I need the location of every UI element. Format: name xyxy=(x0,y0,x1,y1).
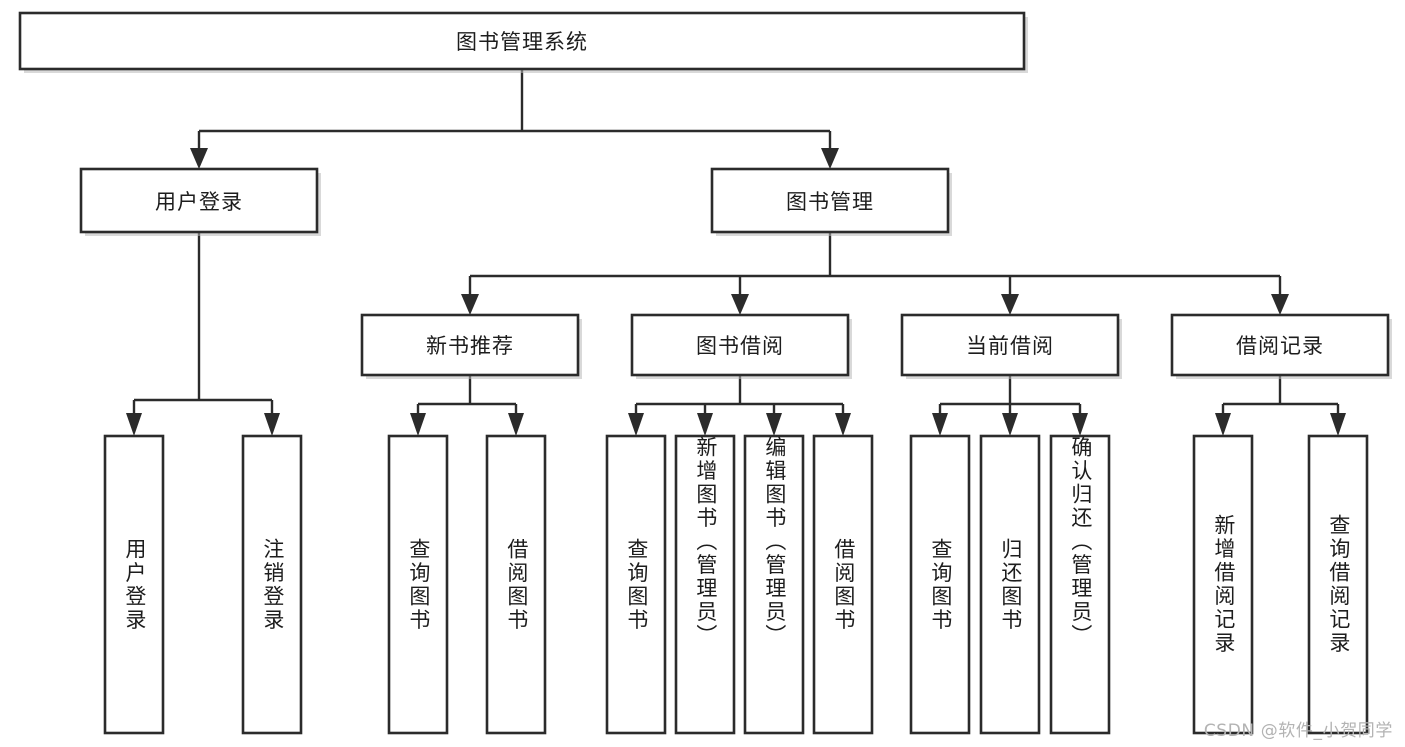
arrowhead-leaf-add-book xyxy=(697,413,713,436)
node-leaf-confirm-return[interactable] xyxy=(1049,434,1111,735)
arrowhead-new-book-rec xyxy=(461,294,479,315)
node-layer xyxy=(18,11,1392,735)
arrowhead-leaf-confirm-return xyxy=(1072,413,1088,436)
arrowhead-leaf-borrow-book-b xyxy=(835,413,851,436)
arrowhead-leaf-borrow-book-a xyxy=(508,413,524,436)
arrowhead-leaf-add-record xyxy=(1215,413,1231,436)
arrowhead-leaf-query-book-c xyxy=(932,413,948,436)
node-leaf-query-book-a[interactable] xyxy=(387,434,449,735)
node-new-book-rec[interactable] xyxy=(360,313,580,377)
node-book-borrow[interactable] xyxy=(630,313,850,377)
node-leaf-borrow-book-b[interactable] xyxy=(812,434,874,735)
node-leaf-query-book-c[interactable] xyxy=(909,434,971,735)
node-leaf-add-book[interactable] xyxy=(674,434,736,735)
arrowhead-current-borrow xyxy=(1001,294,1019,315)
arrowhead-leaf-return-book xyxy=(1002,413,1018,436)
connector-layer xyxy=(126,69,1346,436)
arrowhead-leaf-logout xyxy=(264,413,280,436)
node-user-login[interactable] xyxy=(79,167,319,234)
node-leaf-query-record[interactable] xyxy=(1307,434,1369,735)
node-leaf-logout[interactable] xyxy=(241,434,303,735)
node-leaf-borrow-book-a[interactable] xyxy=(485,434,547,735)
node-borrow-record[interactable] xyxy=(1170,313,1390,377)
node-leaf-add-record[interactable] xyxy=(1192,434,1254,735)
node-leaf-return-book[interactable] xyxy=(979,434,1041,735)
arrowhead-user-login xyxy=(190,148,208,169)
node-leaf-user-login[interactable] xyxy=(103,434,165,735)
node-leaf-query-book-b[interactable] xyxy=(605,434,667,735)
arrowhead-book-borrow xyxy=(731,294,749,315)
arrowhead-leaf-user-login xyxy=(126,413,142,436)
arrowhead-borrow-record xyxy=(1271,294,1289,315)
watermark-text: CSDN @软件_小贺同学 xyxy=(1203,721,1393,741)
arrowhead-leaf-edit-book xyxy=(766,413,782,436)
node-root[interactable] xyxy=(18,11,1026,71)
arrowhead-book-manage xyxy=(821,148,839,169)
node-leaf-edit-book[interactable] xyxy=(743,434,805,735)
node-book-manage[interactable] xyxy=(710,167,950,234)
arrowhead-leaf-query-book-a xyxy=(410,413,426,436)
node-current-borrow[interactable] xyxy=(900,313,1120,377)
arrowhead-leaf-query-book-b xyxy=(628,413,644,436)
arrowhead-leaf-query-record xyxy=(1330,413,1346,436)
